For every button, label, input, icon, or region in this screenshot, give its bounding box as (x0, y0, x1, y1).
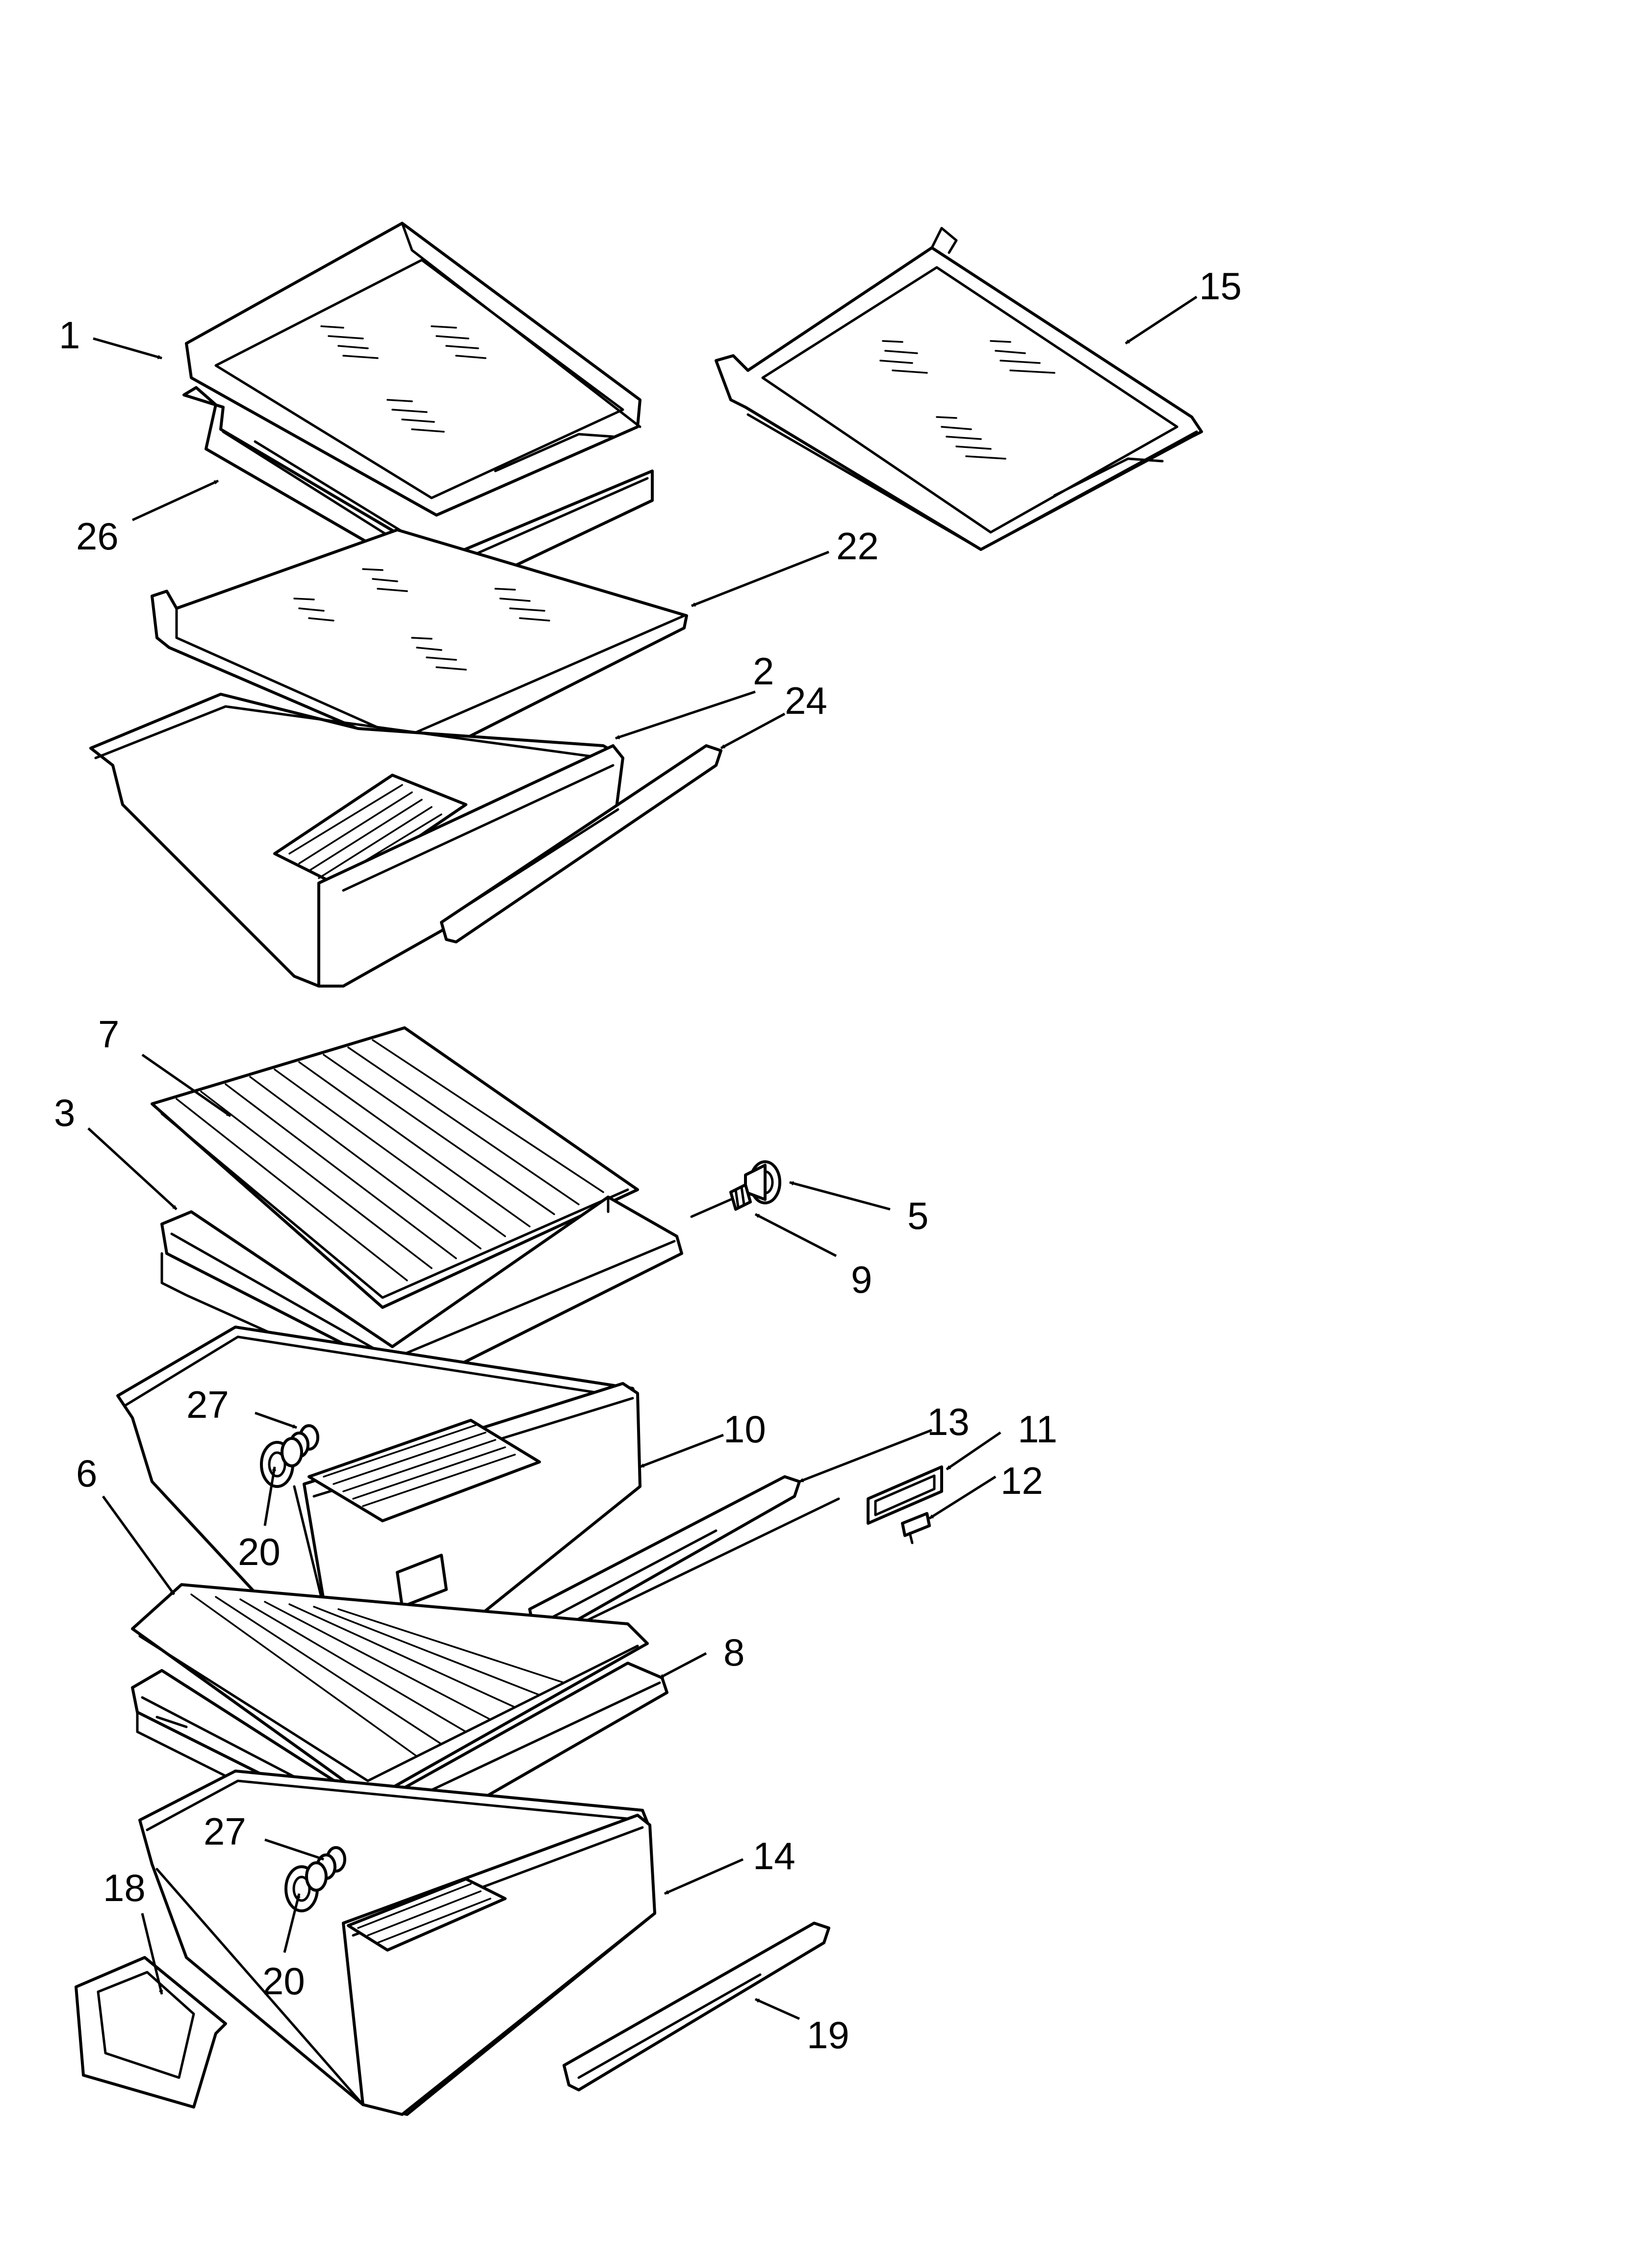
callout-19: 19 (807, 2013, 849, 2057)
callout-20-upper: 20 (238, 1530, 281, 1573)
part-7-crisper-cover-panel (151, 1026, 639, 1309)
callout-27-upper: 27 (186, 1383, 229, 1426)
callout-labels: 1 26 22 2 24 15 7 3 5 9 27 20 10 13 11 1… (54, 264, 1242, 2057)
leader-lines (87, 295, 1198, 2020)
panel-slats (190, 1593, 565, 1757)
part-20-wheel-upper (260, 1437, 303, 1488)
part-18-label-window (75, 1956, 227, 2109)
glass-glare-marks (293, 568, 550, 671)
callout-10: 10 (723, 1408, 766, 1451)
callout-26: 26 (76, 515, 119, 558)
callout-27-lower: 27 (204, 1810, 246, 1853)
callout-3: 3 (54, 1091, 75, 1134)
glass-glare-marks (320, 325, 487, 433)
callout-15: 15 (1199, 264, 1242, 308)
callout-9: 9 (851, 1258, 872, 1301)
callout-12: 12 (1001, 1459, 1043, 1502)
part-11-label-holder (867, 1465, 943, 1525)
callout-8: 8 (723, 1631, 744, 1674)
glass-glare-marks (879, 340, 1055, 460)
part-14-crisper-drawer (138, 1770, 656, 2116)
drawer-vent-slots (357, 1883, 491, 1944)
callout-18: 18 (103, 1866, 146, 1909)
callout-20-lower: 20 (262, 1959, 305, 2003)
callout-5: 5 (907, 1194, 928, 1237)
panel-slats (176, 1039, 604, 1281)
part-20-wheel-lower (284, 1861, 328, 1912)
callout-11: 11 (1018, 1408, 1057, 1451)
drawer-vent-slots (288, 784, 442, 884)
part-5-roller (744, 1160, 781, 1204)
callout-1: 1 (59, 313, 80, 357)
callout-7: 7 (98, 1013, 119, 1056)
callout-13: 13 (927, 1400, 970, 1443)
part-2-crisper-drawer (89, 693, 722, 988)
callout-6: 6 (76, 1452, 97, 1495)
callout-22: 22 (836, 524, 879, 568)
part-19-drawer-handle (563, 1922, 830, 2091)
callout-24: 24 (785, 679, 827, 722)
part-15-glass-shelf (715, 227, 1203, 551)
part-9-screw (690, 1183, 752, 1218)
callout-14: 14 (753, 1834, 795, 1877)
part-1-glass-shelf (185, 222, 641, 517)
part-22-glass-panel (151, 528, 688, 757)
drawer-vent-slots (323, 1424, 516, 1507)
callout-2: 2 (753, 650, 774, 693)
part-12-clip (901, 1512, 931, 1544)
